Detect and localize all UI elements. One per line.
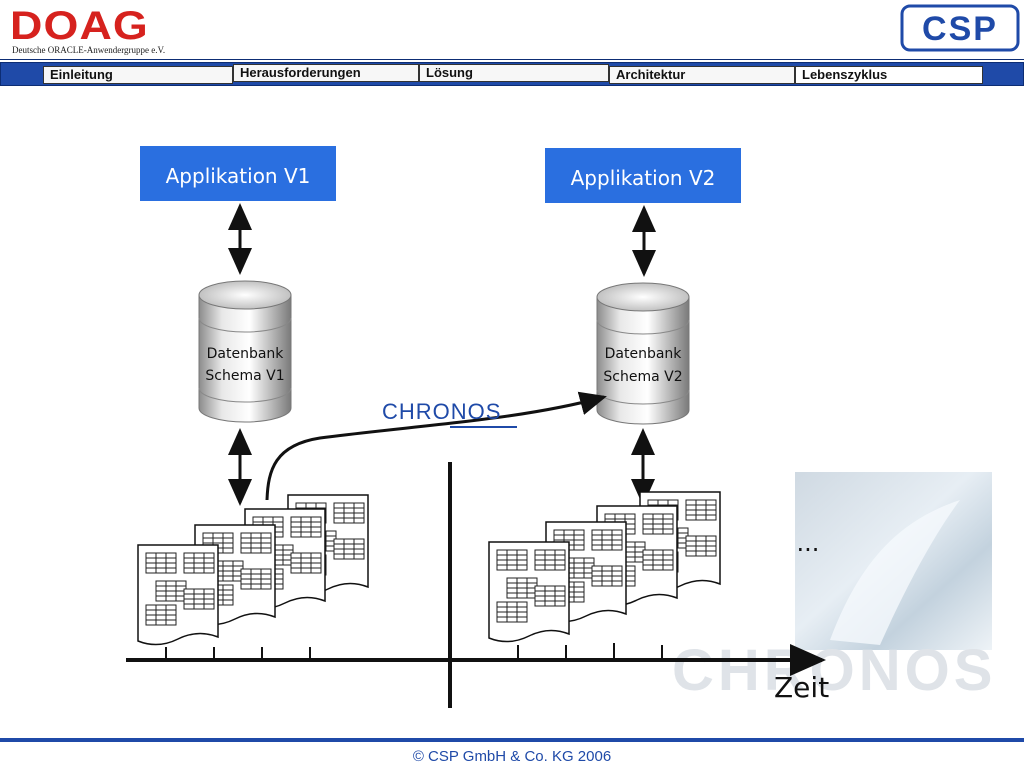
header-rule — [0, 59, 1024, 60]
footer-copyright: © CSP GmbH & Co. KG 2006 — [412, 748, 612, 765]
continuation-ellipsis: ... — [797, 529, 820, 557]
database-v1-label-line2: Schema V1 — [205, 368, 284, 384]
database-v2-label-line2: Schema V2 — [603, 369, 682, 385]
document-icon — [138, 545, 218, 645]
database-v1-cylinder[interactable] — [198, 280, 292, 423]
document-stack-v2 — [489, 492, 720, 642]
chronos-watermark: CHRONOS — [672, 638, 996, 703]
chronos-migration-arrow — [265, 391, 607, 501]
time-axis-label: Zeit — [774, 671, 829, 704]
header: DOAG Deutsche ORACLE-Anwendergruppe e.V.… — [0, 0, 1024, 60]
database-v2-label-line1: Datenbank — [605, 346, 683, 362]
tab-label: Lösung — [426, 65, 473, 80]
doag-logo-subtitle: Deutsche ORACLE-Anwendergruppe e.V. — [12, 45, 166, 55]
tab-architektur[interactable]: Architektur — [609, 66, 795, 84]
tab-loesung[interactable]: Lösung — [419, 64, 609, 82]
background-photo-streak — [830, 500, 960, 645]
tab-lebenszyklus[interactable]: Lebenszyklus — [795, 66, 983, 84]
lifecycle-diagram: CHRONOS Applikation V1 Applikation V2 Da… — [126, 146, 996, 708]
footer-bar — [0, 738, 1024, 742]
database-v1-label-line1: Datenbank — [207, 346, 285, 362]
csp-logo[interactable]: CSP — [900, 2, 1020, 54]
tab-label: Lebenszyklus — [802, 67, 888, 82]
tab-herausforderungen[interactable]: Herausforderungen — [233, 64, 419, 82]
doag-logo[interactable]: DOAG Deutsche ORACLE-Anwendergruppe e.V. — [10, 5, 195, 55]
database-v2-cylinder[interactable] — [596, 282, 690, 425]
application-v2-box[interactable] — [545, 148, 741, 203]
application-v1-box[interactable] — [140, 146, 336, 201]
csp-logo-word: CSP — [922, 10, 998, 48]
application-v2-label: Applikation V2 — [571, 166, 716, 190]
tab-label: Einleitung — [50, 67, 113, 82]
chronos-label: CHRONOS — [382, 399, 501, 424]
application-v1-label: Applikation V1 — [166, 164, 311, 188]
tab-einleitung[interactable]: Einleitung — [43, 66, 233, 84]
tab-label: Herausforderungen — [240, 65, 361, 80]
tab-label: Architektur — [616, 67, 686, 82]
document-stack-v1 — [138, 495, 368, 645]
doag-logo-word: DOAG — [10, 4, 149, 48]
navigation-bar: Einleitung Herausforderungen Lösung Arch… — [0, 62, 1024, 86]
document-icon — [489, 542, 569, 642]
